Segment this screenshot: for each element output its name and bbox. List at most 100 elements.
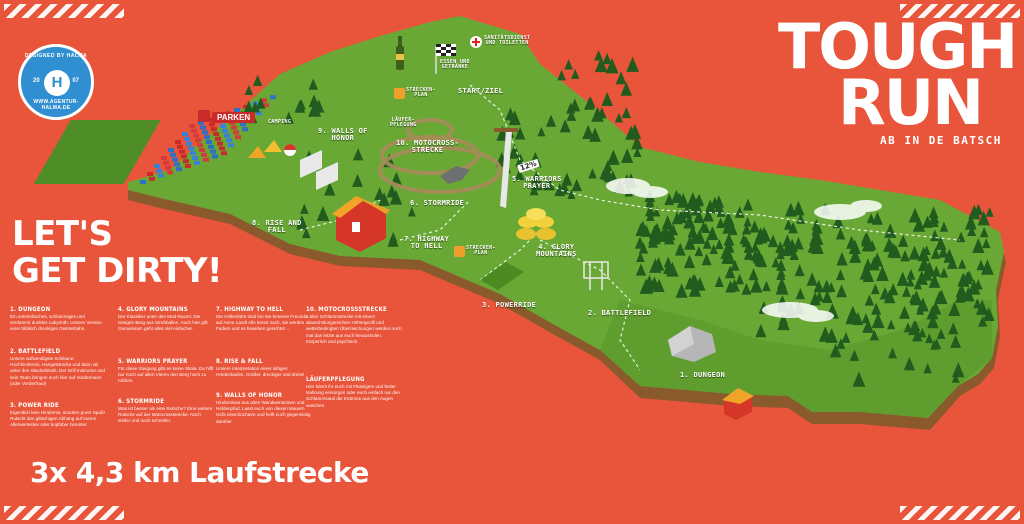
logo-tagline: AB IN DE BATSCH — [880, 134, 1002, 147]
tree — [739, 234, 748, 245]
tree — [352, 148, 364, 161]
badge-year-left: 20 — [33, 78, 40, 84]
tree — [939, 221, 949, 232]
tree — [951, 373, 960, 383]
legend-text: Der Klassiker unter den Mud-Races: Die r… — [118, 314, 209, 332]
legend-title: 9. WALLS OF HONOR — [216, 392, 283, 399]
tree — [985, 207, 994, 217]
hay-bales — [516, 208, 556, 240]
label-rise-and-fall: 8. RISE AND FALL — [252, 219, 302, 235]
bottle — [396, 36, 404, 70]
tree — [675, 192, 684, 203]
tree — [750, 277, 763, 293]
tree — [879, 286, 891, 300]
label-motocross: 10. MOTOCROSS- STRECKE — [396, 139, 460, 155]
logo-word-run: RUN — [838, 66, 984, 139]
tree — [967, 225, 977, 236]
parked-car — [191, 128, 197, 133]
tree — [846, 235, 858, 249]
walls-of-honor — [300, 150, 338, 190]
parked-car — [240, 122, 246, 127]
parked-car — [243, 104, 249, 109]
parked-car — [220, 124, 226, 128]
tree — [794, 264, 805, 277]
tree — [871, 252, 884, 267]
tree — [750, 249, 761, 261]
tree — [982, 238, 991, 249]
tree — [977, 210, 990, 226]
tree — [861, 232, 871, 244]
tree — [543, 176, 555, 191]
tree — [650, 222, 664, 238]
tree — [582, 124, 595, 139]
tree — [704, 199, 717, 214]
tree — [929, 215, 939, 227]
badge-year-right: 07 — [72, 78, 79, 84]
tree — [301, 227, 311, 239]
parked-car — [167, 170, 173, 175]
tree — [250, 101, 260, 113]
rabbit-logo-icon — [797, 61, 845, 150]
obstacle-legend: 1. DUNGEON Ein unterirdisches, schlammig… — [10, 306, 410, 446]
tree — [957, 258, 967, 269]
tough-run-logo: TOUGH RUN AB IN DE BATSCH — [772, 16, 1018, 164]
tree — [671, 211, 683, 225]
tree — [912, 216, 926, 232]
tree — [687, 224, 699, 238]
tree — [566, 109, 577, 121]
parked-car — [182, 132, 188, 136]
parked-car — [202, 130, 208, 135]
tree — [641, 224, 652, 237]
tree — [821, 290, 833, 304]
tree — [743, 216, 752, 227]
tree — [625, 125, 638, 140]
tree — [777, 267, 786, 277]
parked-car — [203, 157, 209, 162]
parked-car — [231, 125, 237, 130]
parked-car — [235, 135, 241, 140]
tree — [661, 215, 674, 230]
tree — [936, 328, 946, 339]
tree — [917, 256, 931, 272]
tree — [557, 69, 566, 81]
parked-car — [200, 125, 206, 130]
tree — [888, 283, 899, 296]
sword-sculpture — [494, 128, 518, 208]
legend-text: Eigentlich kein Hindernis, sondern purer… — [10, 410, 105, 428]
dungeon-house — [722, 388, 754, 420]
tree — [815, 291, 824, 302]
parked-car — [261, 98, 267, 103]
parked-car — [192, 156, 198, 160]
legend-title: LÄUFERPFLEGUNG — [306, 376, 365, 383]
tree — [694, 245, 704, 257]
tree — [634, 236, 646, 249]
tree — [554, 183, 566, 197]
label-battlefield: 2. BATTLEFIELD — [588, 309, 652, 317]
tree — [849, 248, 862, 263]
parked-car — [172, 157, 178, 162]
tree — [559, 119, 571, 133]
tree — [569, 98, 581, 112]
parked-car — [158, 173, 164, 178]
slogan-line-2: GET DIRTY! — [12, 251, 223, 292]
tree — [743, 247, 754, 260]
tree — [870, 283, 880, 295]
tree — [614, 112, 624, 123]
tree — [662, 229, 671, 240]
parked-car — [211, 127, 217, 132]
parked-car — [140, 180, 146, 184]
tree — [847, 305, 858, 318]
tree — [825, 328, 838, 343]
tree — [724, 265, 736, 279]
tree — [508, 143, 521, 159]
tree — [620, 81, 633, 96]
tree — [982, 306, 995, 322]
tree — [762, 280, 771, 292]
label-glory-mountains: 4. GLORY MOUNTAINS — [536, 243, 577, 259]
tree — [898, 234, 909, 247]
parked-car — [188, 146, 194, 151]
parked-car — [194, 160, 200, 165]
label-stormride: 6. STORMRIDE — [410, 199, 465, 207]
tree — [972, 238, 985, 253]
parked-car — [212, 154, 218, 159]
